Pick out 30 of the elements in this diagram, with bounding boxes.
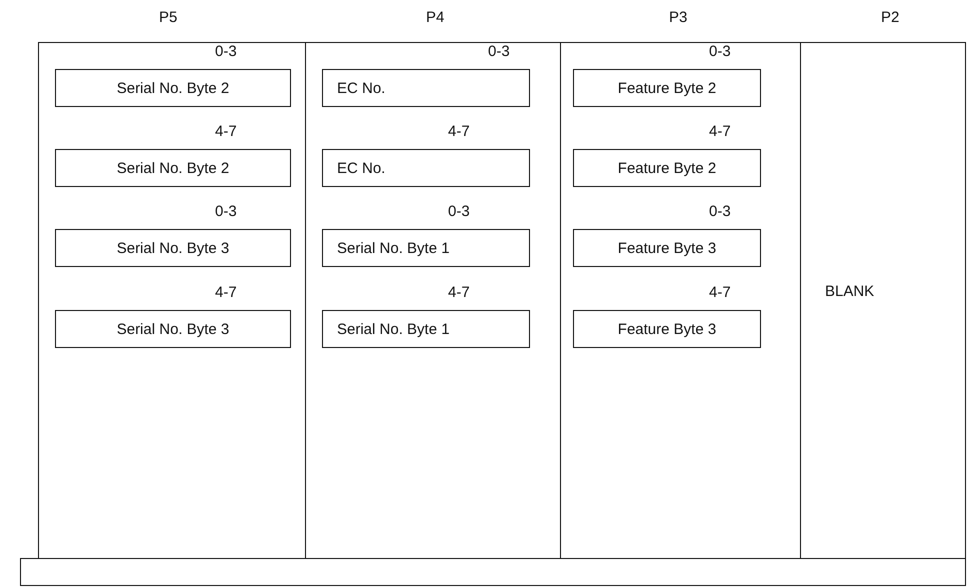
bit-range-label: 0-3 bbox=[215, 43, 237, 60]
field-box: Serial No. Byte 3 bbox=[55, 229, 291, 267]
column-text: BLANK bbox=[825, 283, 874, 300]
bit-range-label: 0-3 bbox=[488, 43, 510, 60]
bit-range-label: 4-7 bbox=[709, 284, 731, 301]
field-box: Serial No. Byte 2 bbox=[55, 149, 291, 187]
bit-range-label: 4-7 bbox=[215, 284, 237, 301]
field-box: Serial No. Byte 3 bbox=[55, 310, 291, 348]
bit-range-label: 4-7 bbox=[709, 123, 731, 140]
field-box: EC No. bbox=[322, 69, 530, 107]
bit-range-label: 0-3 bbox=[448, 203, 470, 220]
field-box: Feature Byte 2 bbox=[573, 149, 761, 187]
bit-range-label: 0-3 bbox=[215, 203, 237, 220]
field-box: EC No. bbox=[322, 149, 530, 187]
field-box: Serial No. Byte 1 bbox=[322, 310, 530, 348]
bit-range-label: 4-7 bbox=[215, 123, 237, 140]
field-box: Serial No. Byte 2 bbox=[55, 69, 291, 107]
field-box: Feature Byte 3 bbox=[573, 310, 761, 348]
field-box: Serial No. Byte 1 bbox=[322, 229, 530, 267]
field-box: Feature Byte 3 bbox=[573, 229, 761, 267]
bit-range-label: 4-7 bbox=[448, 284, 470, 301]
column-header: P4 bbox=[426, 9, 444, 26]
column-header: P5 bbox=[159, 9, 178, 26]
bit-range-label: 0-3 bbox=[709, 203, 731, 220]
bit-range-label: 0-3 bbox=[709, 43, 731, 60]
column-header: P3 bbox=[669, 9, 688, 26]
field-box: Feature Byte 2 bbox=[573, 69, 761, 107]
column-header: P2 bbox=[881, 9, 900, 26]
bit-range-label: 4-7 bbox=[448, 123, 470, 140]
bar-frame bbox=[20, 558, 966, 586]
